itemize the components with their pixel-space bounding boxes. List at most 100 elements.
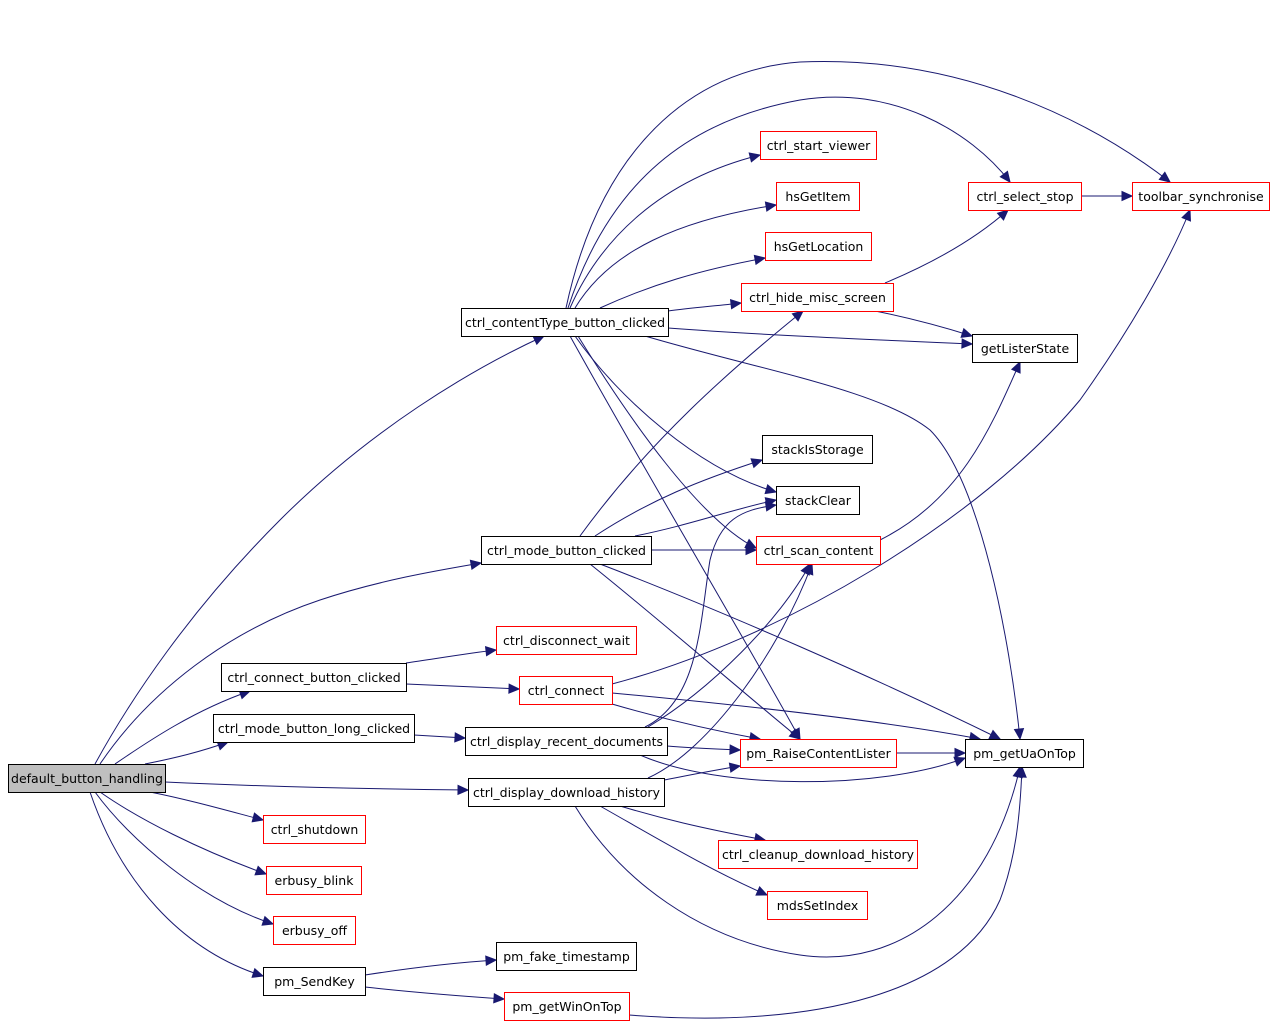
node-hsGetLocation[interactable]: hsGetLocation xyxy=(765,232,872,261)
node-box[interactable] xyxy=(968,182,1082,211)
arrow-head-icon xyxy=(261,915,275,926)
edge-ctrl_display_recent_documents-to-pm_getUaOnTop xyxy=(639,754,967,783)
edge-default_button_handling-to-ctrl_shutdown xyxy=(149,791,265,823)
node-box[interactable] xyxy=(273,916,356,945)
edge-pm_SendKey-to-pm_getWinOnTop xyxy=(364,986,506,1004)
node-box[interactable] xyxy=(718,840,918,869)
edge-line xyxy=(644,504,777,728)
node-box[interactable] xyxy=(468,778,665,807)
edge-line xyxy=(567,96,1011,309)
node-erbusy_blink[interactable]: erbusy_blink xyxy=(266,866,362,895)
node-box[interactable] xyxy=(263,967,366,996)
node-box[interactable] xyxy=(765,232,872,261)
node-box[interactable] xyxy=(266,866,362,895)
node-pm_RaiseContentLister[interactable]: pm_RaiseContentLister xyxy=(740,739,897,768)
node-box[interactable] xyxy=(461,308,669,337)
node-label: toolbar_synchronise xyxy=(1138,189,1264,204)
node-box[interactable] xyxy=(504,992,630,1021)
edge-ctrl_contentType_button_clicked-to-pm_getUaOnTop xyxy=(644,335,1025,741)
edge-ctrl_mode_button_long_clicked-to-ctrl_display_recent_documents xyxy=(413,732,467,743)
arrow-head-icon xyxy=(764,201,778,212)
node-toolbar_synchronise[interactable]: toolbar_synchronise xyxy=(1132,182,1270,211)
node-box[interactable] xyxy=(213,714,415,743)
node-hsGetItem[interactable]: hsGetItem xyxy=(776,182,860,211)
arrow-head-icon xyxy=(996,209,1009,221)
edge-ctrl_contentType_button_clicked-to-ctrl_hide_misc_screen xyxy=(667,298,743,312)
edge-line xyxy=(574,204,777,309)
arrow-head-icon xyxy=(254,865,268,876)
node-ctrl_start_viewer[interactable]: ctrl_start_viewer xyxy=(760,131,877,160)
arrow-head-icon xyxy=(457,784,470,796)
node-box[interactable] xyxy=(965,739,1084,768)
edge-ctrl_select_stop-to-toolbar_synchronise xyxy=(1081,190,1134,202)
node-box[interactable] xyxy=(972,334,1078,363)
node-mdsSetIndex[interactable]: mdsSetIndex xyxy=(767,891,868,920)
node-label: pm_fake_timestamp xyxy=(503,949,630,964)
node-box[interactable] xyxy=(762,435,873,464)
edge-ctrl_display_download_history-to-ctrl_cleanup_download_history xyxy=(619,805,767,844)
node-box[interactable] xyxy=(760,131,877,160)
node-label: pm_SendKey xyxy=(274,974,355,989)
node-box[interactable] xyxy=(741,283,894,312)
node-default_button_handling[interactable]: default_button_handling xyxy=(8,764,166,793)
node-ctrl_mode_button_clicked[interactable]: ctrl_mode_button_clicked xyxy=(481,536,652,565)
arrow-head-icon xyxy=(1013,728,1025,741)
node-box[interactable] xyxy=(221,663,407,692)
node-box[interactable] xyxy=(767,891,868,920)
node-ctrl_disconnect_wait[interactable]: ctrl_disconnect_wait xyxy=(496,626,637,655)
node-ctrl_cleanup_download_history[interactable]: ctrl_cleanup_download_history xyxy=(718,840,918,869)
edge-ctrl_hide_misc_screen-to-getListerState xyxy=(874,310,974,338)
edge-line xyxy=(599,563,1001,740)
node-ctrl_shutdown[interactable]: ctrl_shutdown xyxy=(263,815,366,844)
node-getListerState[interactable]: getListerState xyxy=(972,334,1078,363)
arrow-head-icon xyxy=(508,683,521,694)
node-box[interactable] xyxy=(776,486,860,515)
node-pm_getWinOnTop[interactable]: pm_getWinOnTop xyxy=(504,992,630,1021)
node-box[interactable] xyxy=(481,536,652,565)
edge-default_button_handling-to-ctrl_mode_button_clicked xyxy=(99,559,483,765)
edge-line xyxy=(405,683,520,690)
node-ctrl_display_recent_documents[interactable]: ctrl_display_recent_documents xyxy=(465,727,668,756)
arrow-head-icon xyxy=(764,484,778,495)
node-pm_SendKey[interactable]: pm_SendKey xyxy=(263,967,366,996)
node-label: hsGetItem xyxy=(785,189,850,204)
node-box[interactable] xyxy=(756,536,881,565)
node-ctrl_connect_button_clicked[interactable]: ctrl_connect_button_clicked xyxy=(221,663,407,692)
edge-ctrl_display_download_history-to-ctrl_scan_content xyxy=(647,562,814,779)
arrow-head-icon xyxy=(988,729,1002,740)
node-box[interactable] xyxy=(496,626,637,655)
node-label: ctrl_disconnect_wait xyxy=(503,633,630,648)
node-box[interactable] xyxy=(8,764,166,793)
node-ctrl_contentType_button_clicked[interactable]: ctrl_contentType_button_clicked xyxy=(461,308,669,337)
node-box[interactable] xyxy=(465,727,668,756)
node-label: pm_getUaOnTop xyxy=(973,746,1076,761)
node-ctrl_scan_content[interactable]: ctrl_scan_content xyxy=(756,536,881,565)
node-ctrl_connect[interactable]: ctrl_connect xyxy=(519,676,613,705)
node-box[interactable] xyxy=(1132,182,1270,211)
node-label: ctrl_mode_button_clicked xyxy=(487,543,646,558)
node-ctrl_select_stop[interactable]: ctrl_select_stop xyxy=(968,182,1082,211)
node-ctrl_hide_misc_screen[interactable]: ctrl_hide_misc_screen xyxy=(741,283,894,312)
node-box[interactable] xyxy=(496,942,637,971)
node-label: ctrl_display_download_history xyxy=(473,785,661,800)
node-box[interactable] xyxy=(740,739,897,768)
edge-ctrl_contentType_button_clicked-to-hsGetLocation xyxy=(599,254,767,309)
node-stackClear[interactable]: stackClear xyxy=(776,486,860,515)
arrow-head-icon xyxy=(953,756,967,767)
node-pm_getUaOnTop[interactable]: pm_getUaOnTop xyxy=(965,739,1084,768)
arrow-head-icon xyxy=(755,885,769,896)
node-box[interactable] xyxy=(263,815,366,844)
node-ctrl_mode_button_long_clicked[interactable]: ctrl_mode_button_long_clicked xyxy=(213,714,415,743)
node-box[interactable] xyxy=(776,182,860,211)
node-ctrl_display_download_history[interactable]: ctrl_display_download_history xyxy=(468,778,665,807)
node-stackIsStorage[interactable]: stackIsStorage xyxy=(762,435,873,464)
node-erbusy_off[interactable]: erbusy_off xyxy=(273,916,356,945)
node-label: ctrl_connect_button_clicked xyxy=(227,670,400,685)
arrow-head-icon xyxy=(961,338,974,349)
edge-line xyxy=(667,327,973,345)
edge-line xyxy=(884,209,1009,284)
node-box[interactable] xyxy=(519,676,613,705)
edge-line xyxy=(144,741,229,765)
node-pm_fake_timestamp[interactable]: pm_fake_timestamp xyxy=(496,942,637,971)
